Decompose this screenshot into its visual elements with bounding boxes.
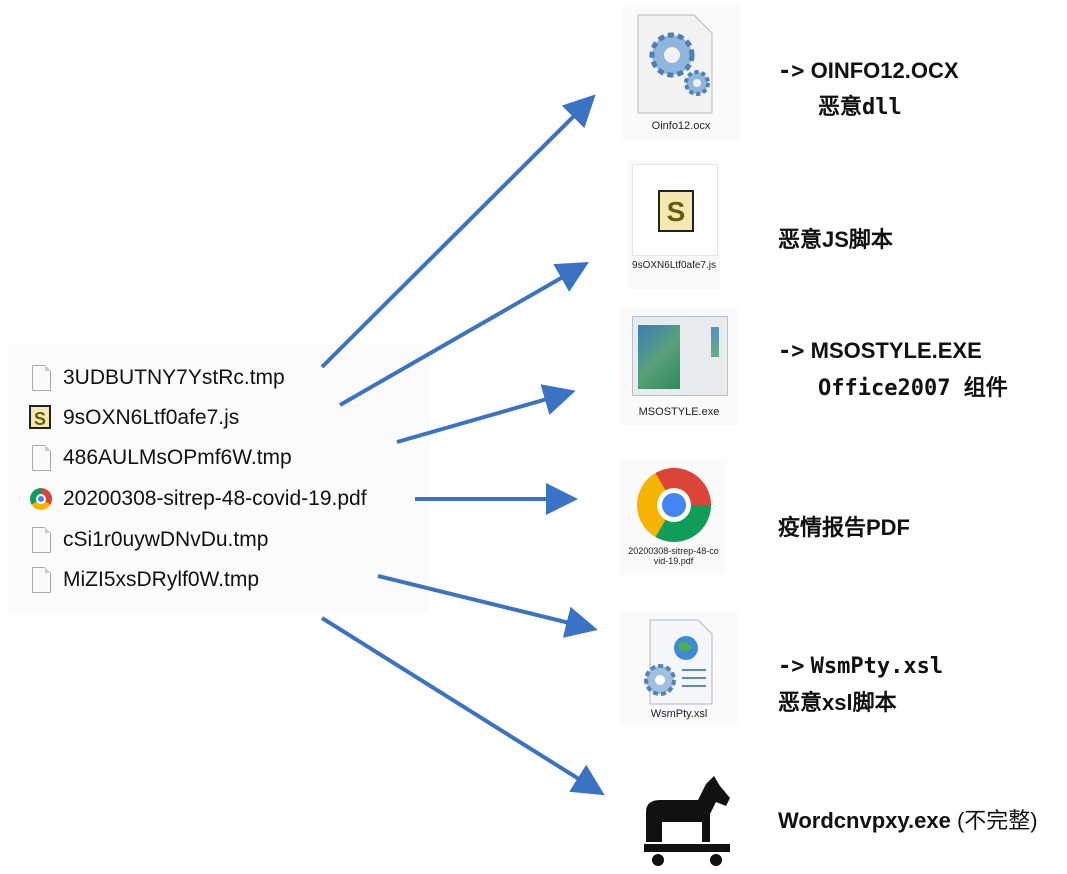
- script-icon: S: [28, 405, 52, 431]
- arrow: [396, 384, 576, 444]
- blank-file-icon: [28, 445, 52, 471]
- msostyle-label: -> MSOSTYLE.EXE: [778, 338, 982, 364]
- blank-file-icon: [28, 567, 52, 593]
- js-label: 恶意JS脚本: [778, 227, 893, 252]
- trojan-horse-icon: [644, 776, 730, 866]
- arrow: [339, 262, 589, 407]
- window-icon: [632, 316, 728, 396]
- msostyle-file-tile[interactable]: MSOSTYLE.exe: [620, 308, 738, 426]
- chrome-icon: [637, 468, 711, 542]
- arrow: [320, 94, 596, 369]
- pdf-file-tile[interactable]: 20200308-sitrep-48-covid-19.pdf: [620, 460, 727, 575]
- js-file-tile[interactable]: S 9sOXN6Ltf0afe7.js: [628, 160, 720, 290]
- chrome-icon: [28, 486, 52, 512]
- pdf-label: 疫情报告PDF: [778, 515, 911, 540]
- xsl-file-icon: [644, 619, 713, 705]
- file-item[interactable]: cSi1r0uywDNvDu.tmp: [28, 525, 268, 555]
- file-item[interactable]: 20200308-sitrep-48-covid-19.pdf: [28, 484, 367, 514]
- file-item[interactable]: MiZI5xsDRylf0W.tmp: [28, 565, 259, 595]
- gear-file-icon: [637, 14, 713, 114]
- xsl-desc: 恶意xsl脚本: [778, 690, 897, 715]
- ocx-file-tile[interactable]: Oinfo12.ocx: [622, 5, 740, 140]
- blank-file-icon: [28, 527, 52, 553]
- msostyle-desc: Office2007 组件: [818, 376, 1008, 401]
- file-item[interactable]: 486AULMsOPmf6W.tmp: [28, 443, 292, 473]
- xsl-label: -> WsmPty.xsl: [778, 654, 944, 679]
- trojan-label: Wordcnvpxy.exe (不完整): [778, 808, 1038, 833]
- ocx-desc: 恶意dll: [818, 95, 902, 120]
- file-list-panel: [8, 345, 430, 613]
- file-item[interactable]: 3UDBUTNY7YstRc.tmp: [28, 363, 285, 393]
- blank-file-icon: [28, 365, 52, 391]
- script-icon: S: [658, 190, 694, 232]
- arrow: [377, 574, 598, 638]
- xsl-file-tile[interactable]: WsmPty.xsl: [620, 612, 738, 725]
- ocx-label: -> OINFO12.OCX: [778, 58, 959, 84]
- arrow: [320, 616, 605, 796]
